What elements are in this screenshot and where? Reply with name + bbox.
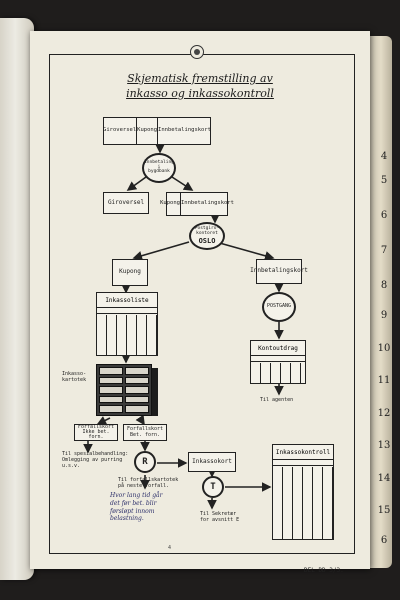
kupong-label: Kupong [160, 193, 181, 215]
kupong-innbet-box: Kupong Innbetalingskort [160, 192, 234, 216]
tab-6[interactable]: 6 [380, 210, 388, 221]
til-agenten-label: Til agenten [260, 397, 294, 403]
node-r-label: R [142, 457, 148, 467]
node-t: T [202, 476, 224, 498]
tab-4[interactable]: 4 [380, 151, 388, 162]
ledger-subheader [251, 355, 305, 362]
inkassoliste-title: Inkassoliste [97, 293, 157, 308]
tab-14[interactable]: 14 [377, 473, 391, 484]
page-tabs: 4 5 6 7 8 9 10 11 12 13 14 15 6 [374, 145, 394, 565]
tab-8[interactable]: 8 [380, 280, 388, 291]
tab-5[interactable]: 5 [380, 175, 388, 186]
kontoutdrag-ledger: Kontoutdrag [250, 340, 306, 384]
ledger-subheader [97, 307, 157, 314]
postgang-label: POSTGANG [266, 303, 292, 310]
ledger-subheader [273, 459, 333, 466]
inkassokort-box: Inkassokort [188, 452, 236, 472]
tab-13[interactable]: 13 [377, 440, 391, 451]
inkassoliste-ledger: Inkassoliste [96, 292, 158, 356]
kupong-box: Kupong [112, 259, 148, 286]
archive-stamp: DEL DD 3/3. [304, 567, 344, 574]
bank-node-label: Innbetaling i bygdbank [144, 159, 174, 175]
oslo-node-small: Postgiro- kontoret [194, 226, 220, 236]
inkassokontroll-title: Inkassokontroll [273, 445, 333, 460]
handwritten-note: Hvor lang tid går det før bet. blir førs… [110, 492, 163, 523]
ledger-columns [251, 363, 305, 383]
emblem-icon [190, 45, 204, 59]
postgang-node: POSTGANG [262, 292, 296, 322]
inkassokartotek-label: Inkasso- kartotek [62, 371, 87, 383]
tab-7[interactable]: 7 [380, 245, 388, 256]
card-file-cabinet [96, 364, 152, 416]
title-line-1: Skjematisk fremstilling av [127, 72, 273, 85]
node-r: R [134, 451, 156, 473]
tab-16[interactable]: 6 [380, 535, 388, 546]
ledger-columns [273, 467, 333, 539]
tab-15[interactable]: 15 [377, 505, 391, 516]
cabinet-side [152, 368, 158, 416]
til-forfallskartotek-note: Til forfallskartotek på neste forfall. [118, 477, 179, 489]
bank-node: Innbetaling i bygdbank [142, 153, 176, 183]
top-form-innbetalingskort: Innbetalingskort [158, 127, 211, 134]
forfallskort-bet: Forfallskort Bet. forn. [123, 424, 167, 441]
top-form-box: Giroversel Kupong Innbetalingskort [103, 117, 211, 145]
node-t-label: T [210, 482, 216, 492]
forfallskort-ikke-bet: Forfallskort Ikke bet. forn. [74, 424, 118, 441]
giroversel-box: Giroversel [103, 192, 149, 214]
inkassokontroll-ledger: Inkassokontroll [272, 444, 334, 540]
oslo-node-label: OSLO [198, 236, 216, 245]
innbetalingskort-label: Innbetalingskort [180, 200, 234, 207]
tab-10[interactable]: 10 [377, 343, 391, 354]
oslo-node: Postgiro- kontoret OSLO [189, 222, 225, 250]
spesialbehandling-note: Til spesialbehandling: Omlegging av purr… [62, 451, 129, 469]
tab-9[interactable]: 9 [380, 310, 388, 321]
binder-spine [0, 18, 34, 580]
page-stack-edge [370, 36, 392, 568]
til-sekretaer-note: Til Sekretær for avsnitt E [200, 511, 240, 523]
footnote-mark: 4 [168, 545, 172, 551]
title-line-2: inkasso og inkassokontroll [126, 87, 274, 100]
tab-11[interactable]: 11 [377, 375, 391, 386]
top-form-giroversel: Giroversel [103, 118, 138, 144]
innbetalingskort-box: Innbetalingskort [250, 259, 308, 284]
ledger-columns [97, 315, 157, 355]
kontoutdrag-title: Kontoutdrag [251, 341, 305, 356]
tab-12[interactable]: 12 [377, 408, 391, 419]
top-form-kupong: Kupong [137, 118, 159, 144]
